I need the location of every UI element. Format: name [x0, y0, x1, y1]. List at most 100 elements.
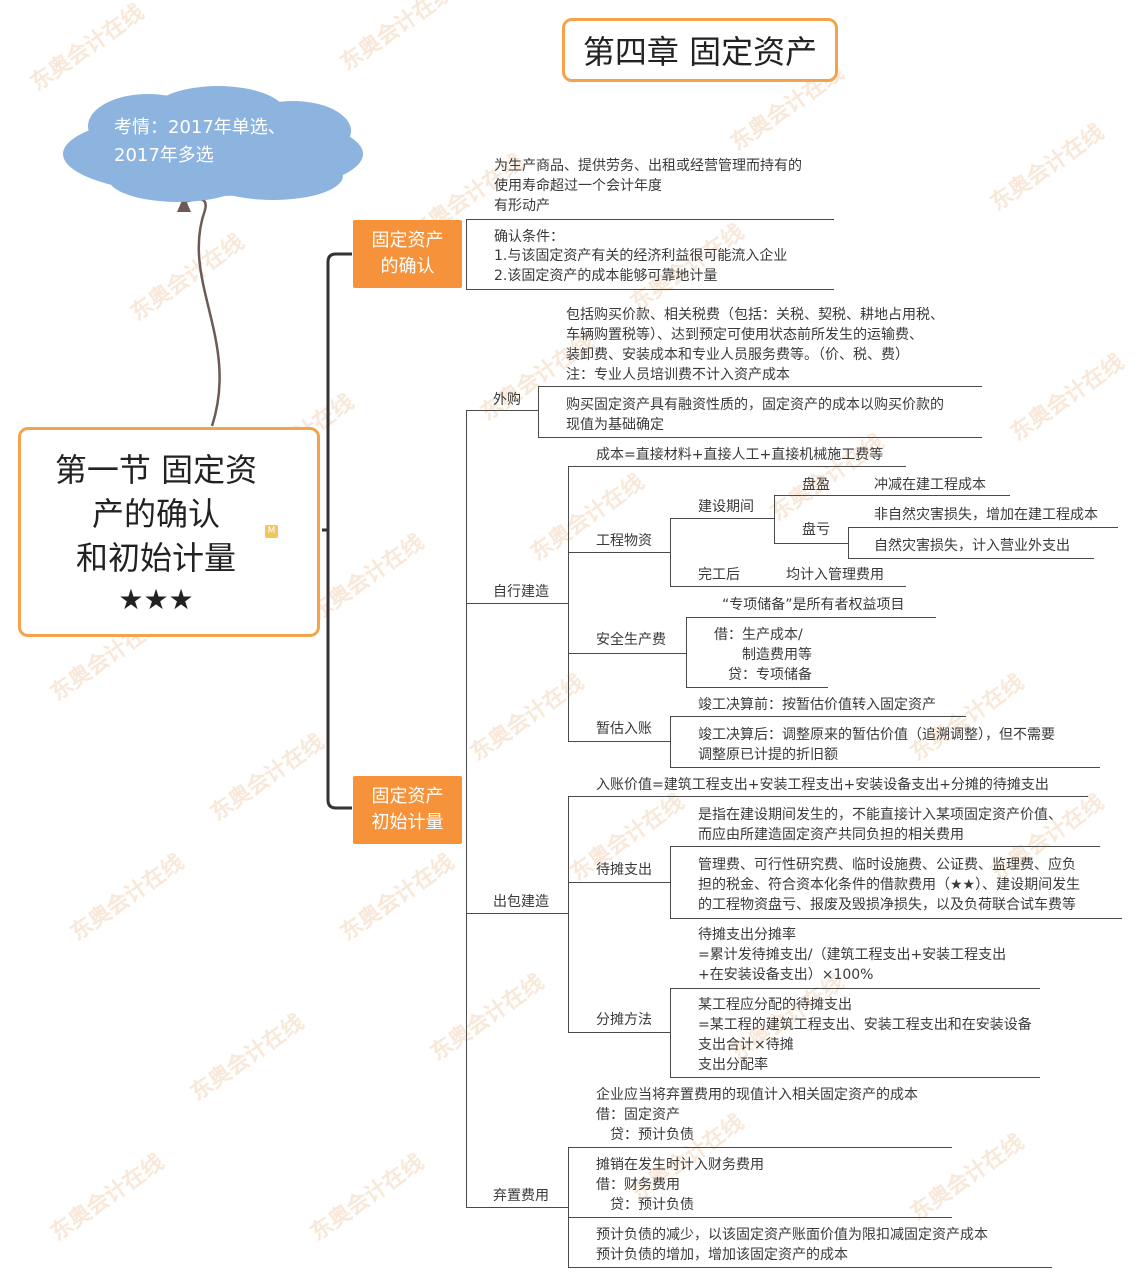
section-title: 第一节 固定资 产的确认 和初始计量 ★★★	[40, 448, 272, 620]
pending-p2b: 担的税金、符合资本化条件的借款费用（★★）、建设期间发生	[698, 877, 1081, 893]
safety-underline	[568, 653, 686, 654]
alloc-share-underline	[670, 1077, 1040, 1078]
contract-build-label: 出包建造	[493, 894, 549, 910]
condition-2: 2.该固定资产的成本能够可靠地计量	[494, 268, 718, 284]
section-title-line2: 产的确认	[91, 495, 220, 533]
disposal-c1: 预计负债的减少，以该固定资产账面价值为限扣减固定资产成本	[596, 1227, 988, 1243]
loss-text2: 自然灾害损失，计入营业外支出	[874, 538, 1070, 554]
arrow-head-icon	[177, 196, 191, 212]
disposal-b2: 借：财务费用	[596, 1177, 680, 1193]
disposal-a3: 贷：预计负债	[610, 1127, 694, 1143]
self-build-spine	[568, 466, 569, 742]
importance-stars: ★★★	[118, 583, 194, 616]
loss-label: 盘亏	[802, 522, 830, 538]
materials-underline	[568, 552, 670, 553]
after-text: 均计入管理费用	[786, 567, 884, 583]
during-underline	[670, 518, 774, 519]
surplus-text-underline	[850, 495, 1010, 496]
cloud-shape	[63, 86, 363, 202]
initial-label-2: 初始计量	[371, 812, 444, 833]
initial-spine	[466, 410, 467, 1208]
book-value-underline	[568, 796, 1088, 797]
condition-underline	[466, 289, 834, 290]
estimate-text2-underline	[670, 767, 1100, 768]
purchase-b2: 现值为基础确定	[566, 417, 664, 433]
alloc-label: 分摊方法	[596, 1012, 652, 1028]
estimate-text1-underline	[670, 716, 966, 717]
definition-underline	[466, 219, 834, 220]
estimate-spine	[670, 716, 671, 768]
chapter-title: 第四章 固定资产	[562, 18, 838, 82]
loss-underline	[774, 543, 848, 544]
exam-info-line1: 考情：2017年单选、	[114, 117, 286, 138]
during-spine	[774, 495, 775, 543]
materials-spine	[670, 518, 671, 586]
exam-info-line2: 2017年多选	[114, 145, 214, 166]
after-label: 完工后	[698, 567, 740, 583]
estimate-text2a: 竣工决算后：调整原来的暂估价值（追溯调整），但不需要	[698, 727, 1055, 743]
safety-note-underline	[686, 617, 936, 618]
safety-label: 安全生产费	[596, 632, 666, 648]
loss-text1: 非自然灾害损失，增加在建工程成本	[874, 507, 1098, 523]
cloud-arrow	[182, 198, 221, 427]
estimate-label: 暂估入账	[596, 721, 652, 737]
recognition-label-2: 的确认	[380, 256, 435, 277]
pending-spine	[670, 846, 671, 918]
alloc-share2: =某工程的建筑工程支出、安装工程支出和在安装设备	[698, 1017, 1032, 1033]
safety-entry1: 借：生产成本/	[714, 627, 803, 643]
alloc-rate2: =累计发待摊支出/（建筑工程支出+安装工程支出	[698, 947, 1007, 963]
definition-line2: 使用寿命超过一个会计年度	[494, 178, 662, 194]
self-build-cost: 成本=直接材料+直接人工+直接机械施工费等	[596, 447, 884, 463]
safety-note: “专项储备”是所有者权益项目	[722, 597, 905, 613]
disposal-c-underline	[568, 1267, 1052, 1268]
definition-line3: 有形动产	[494, 198, 550, 214]
purchase-a3: 装卸费、安装成本和专业人员服务费等。（价、税、费）	[566, 347, 909, 363]
condition-1: 1.与该固定资产有关的经济利益很可能流入企业	[494, 248, 788, 264]
condition-title: 确认条件：	[494, 229, 564, 245]
purchase-a2: 车辆购置税等）、达到预定可使用状态前所发生的运输费、	[566, 327, 923, 343]
book-value-formula: 入账价值=建筑工程支出+安装工程支出+安装设备支出+分摊的待摊支出	[596, 777, 1049, 793]
after-underline	[670, 586, 906, 587]
surplus-underline	[774, 495, 850, 496]
estimate-text2b: 调整原已计提的折旧额	[698, 747, 838, 763]
pending-p2-underline	[670, 918, 1122, 919]
pending-underline	[568, 882, 670, 883]
purchase-a-underline	[538, 386, 982, 387]
alloc-share3: 支出合计×待摊	[698, 1037, 794, 1053]
recognition-label-1: 固定资产	[371, 230, 444, 251]
marker-icon: M	[265, 525, 278, 538]
disposal-c2: 预计负债的增加，增加该固定资产的成本	[596, 1247, 848, 1263]
pending-p2a: 管理费、可行性研究费、临时设施费、公证费、监理费、应负	[698, 857, 1076, 873]
purchase-underline	[466, 410, 538, 411]
disposal-label: 弃置费用	[493, 1188, 549, 1204]
estimate-text1: 竣工决算前：按暂估价值转入固定资产	[698, 697, 936, 713]
disposal-b3: 贷：预计负债	[610, 1197, 694, 1213]
pending-p1-underline	[670, 846, 1100, 847]
section-title-line1: 第一节 固定资	[54, 451, 258, 489]
pending-p2c: 的工程物资盘亏、报废及毁损净损失，以及负荷联合试车费等	[698, 897, 1076, 913]
pending-p1b: 而应由所建造固定资产共同负担的相关费用	[698, 827, 964, 843]
exam-info: 考情：2017年单选、 2017年多选	[114, 114, 286, 170]
safety-spine	[686, 617, 687, 687]
initial-label-1: 固定资产	[371, 786, 444, 807]
alloc-rate3: +在安装设备支出）×100%	[698, 967, 874, 983]
disposal-b-underline	[568, 1217, 952, 1218]
safety-entry3: 贷：专项储备	[728, 667, 812, 683]
alloc-spine	[670, 988, 671, 1078]
estimate-underline	[568, 741, 670, 742]
alloc-share4: 支出分配率	[698, 1057, 768, 1073]
pending-p1a: 是指在建设期间发生的，不能直接计入某项固定资产价值、	[698, 807, 1062, 823]
disposal-a2: 借：固定资产	[596, 1107, 680, 1123]
safety-entry-underline	[686, 687, 828, 688]
disposal-a-underline	[568, 1147, 952, 1148]
definition-line1: 为生产商品、提供劳务、出租或经营管理而持有的	[494, 158, 802, 174]
during-label: 建设期间	[698, 499, 754, 515]
contract-build-spine	[568, 796, 569, 1032]
self-build-label: 自行建造	[493, 584, 549, 600]
surplus-label: 盘盈	[802, 477, 830, 493]
alloc-rate-underline	[670, 988, 1040, 989]
disposal-underline	[466, 1207, 568, 1208]
purchase-spine	[538, 386, 539, 438]
alloc-underline	[568, 1032, 670, 1033]
surplus-text: 冲减在建工程成本	[874, 477, 986, 493]
